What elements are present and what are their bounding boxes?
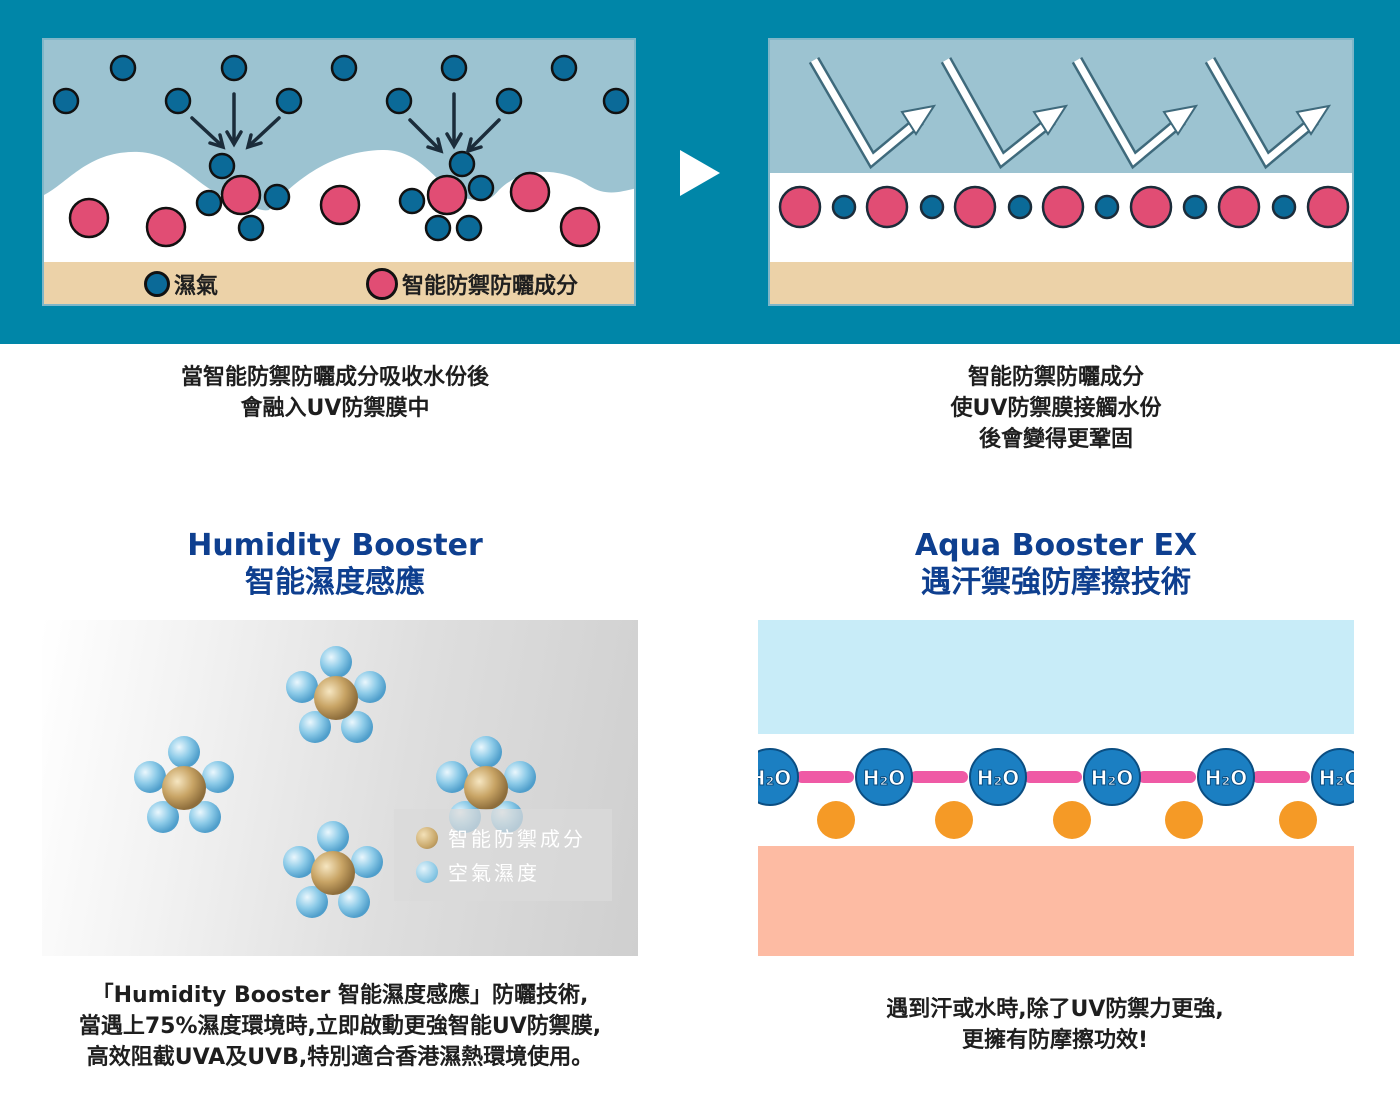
bounce-arrow-icon	[808, 56, 1332, 170]
legend-humidity-text: 空氣濕度	[448, 861, 540, 885]
description-line: 更擁有防摩擦功效!	[961, 1028, 1149, 1053]
description-line: 高效阻截UVA及UVB,特別適合香港濕熱環境使用。	[86, 1045, 594, 1070]
moisture-dots	[52, 54, 630, 242]
ingredient-dot-icon	[366, 268, 398, 300]
legend-ingredient-label: 智能防禦防曬成分	[402, 274, 579, 299]
aqua-illustration: H₂O H₂O H₂O H₂O H₂O H₂O	[758, 620, 1354, 956]
h2o-label: H₂O	[1319, 766, 1354, 790]
h2o-label: H₂O	[1205, 766, 1248, 790]
absorption-panel: 濕氣 智能防禦防曬成分	[42, 38, 636, 306]
caption-line: 使UV防禦膜接觸水份	[950, 396, 1162, 421]
h2o-bonds	[796, 771, 1310, 783]
blue-sphere-icon	[416, 860, 438, 883]
legend-moisture-label: 濕氣	[174, 274, 219, 299]
aqua-title-en: Aqua Booster EX	[914, 528, 1198, 563]
h2o-labels: H₂O H₂O H₂O H₂O H₂O H₂O	[758, 766, 1354, 791]
caption-line: 智能防禦防曬成分	[967, 365, 1144, 390]
h2o-label: H₂O	[1091, 766, 1134, 790]
description-line: 遇到汗或水時,除了UV防禦力更強,	[886, 997, 1224, 1022]
ingredient-dots	[68, 171, 601, 248]
h2o-label: H₂O	[977, 766, 1020, 790]
aqua-layers: H₂O H₂O H₂O H₂O H₂O H₂O	[758, 620, 1354, 956]
legend-ingredient: 智能防禦防曬成分	[366, 268, 578, 300]
absorption-caption: 當智能防禦防曬成分吸收水份後 會融入UV防禦膜中	[120, 362, 550, 424]
top-band: 濕氣 智能防禦防曬成分	[0, 0, 1400, 344]
moisture-dot-icon	[144, 271, 170, 297]
bond-row	[778, 185, 1350, 229]
humidity-title-en: Humidity Booster	[187, 528, 483, 563]
description-line: 「Humidity Booster 智能濕度感應」防曬技術,	[91, 983, 589, 1008]
humidity-legend: 智能防禦成分 空氣濕度	[394, 809, 612, 901]
absorption-illustration	[44, 40, 634, 304]
humidity-molecules	[134, 646, 536, 918]
reinforced-film-panel	[768, 38, 1354, 306]
aqua-title-zh: 遇汗禦強防摩擦技術	[921, 565, 1191, 600]
aqua-booster-title: Aqua Booster EX 遇汗禦強防摩擦技術	[856, 527, 1256, 601]
legend-humidity-row: 空氣濕度	[416, 857, 540, 886]
caption-line: 當智能防禦防曬成分吸收水份後	[180, 365, 489, 390]
humidity-title-zh: 智能濕度感應	[245, 565, 425, 600]
legend-ingredient-row: 智能防禦成分	[416, 823, 586, 852]
humidity-booster-title: Humidity Booster 智能濕度感應	[140, 527, 530, 601]
down-arrow-icon	[190, 92, 501, 154]
gold-sphere-icon	[416, 826, 438, 849]
caption-line: 後會變得更鞏固	[978, 427, 1133, 452]
legend-ingredient-text: 智能防禦成分	[448, 827, 586, 851]
film-illustration	[770, 40, 1352, 304]
humidity-illustration: 智能防禦成分 空氣濕度	[42, 620, 638, 956]
h2o-molecules	[758, 748, 1354, 806]
h2o-label: H₂O	[758, 766, 791, 790]
caption-line: 會融入UV防禦膜中	[240, 396, 430, 421]
film-caption: 智能防禦防曬成分 使UV防禦膜接觸水份 後會變得更鞏固	[856, 362, 1256, 455]
aqua-description: 遇到汗或水時,除了UV防禦力更強, 更擁有防摩擦功效!	[820, 994, 1290, 1056]
humidity-description: 「Humidity Booster 智能濕度感應」防曬技術, 當遇上75%濕度環…	[20, 980, 660, 1073]
orange-dots	[817, 801, 1317, 839]
h2o-label: H₂O	[863, 766, 906, 790]
description-line: 當遇上75%濕度環境時,立即啟動更強智能UV防禦膜,	[78, 1014, 602, 1039]
legend-moisture: 濕氣	[144, 268, 218, 300]
play-arrow-icon	[680, 150, 720, 196]
